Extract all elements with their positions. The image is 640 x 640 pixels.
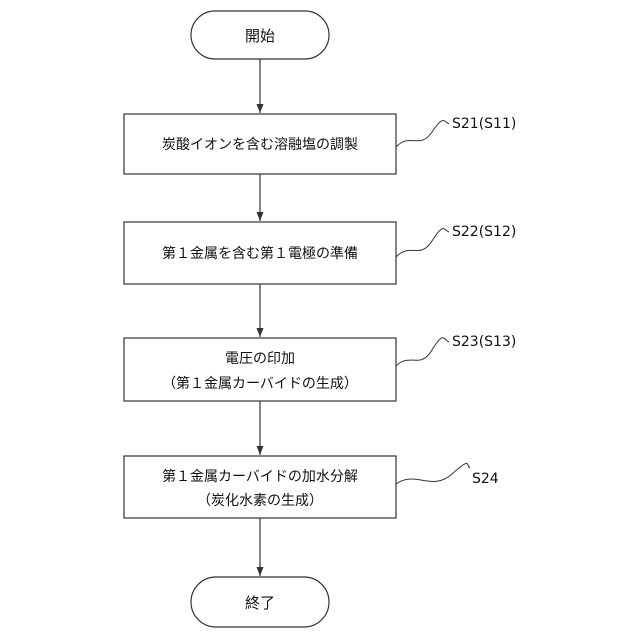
- step-tag-s24: S24: [472, 471, 499, 487]
- leader-s21: [396, 121, 449, 148]
- step-tag-s22: S22(S12): [452, 224, 516, 240]
- start-label: 開始: [245, 27, 275, 45]
- step-text-s22: 第１金属を含む第１電極の準備: [162, 245, 358, 262]
- step-text-s21: 炭酸イオンを含む溶融塩の調製: [162, 137, 358, 153]
- step-text-s23-line1: 電圧の印加: [225, 351, 295, 367]
- step-tag-s21: S21(S11): [452, 116, 516, 132]
- leader-s23: [396, 338, 449, 366]
- step-tag-s23: S23(S13): [452, 334, 516, 350]
- step-text-s23-line2: （第１金属カーバイドの生成）: [162, 375, 358, 392]
- step-text-s24-line1: 第１金属カーバイドの加水分解: [162, 468, 358, 485]
- leader-s22: [396, 229, 449, 257]
- leader-s24: [396, 463, 470, 484]
- step-text-s24-line2: （炭化水素の生成）: [197, 493, 323, 509]
- end-label: 終了: [245, 594, 275, 612]
